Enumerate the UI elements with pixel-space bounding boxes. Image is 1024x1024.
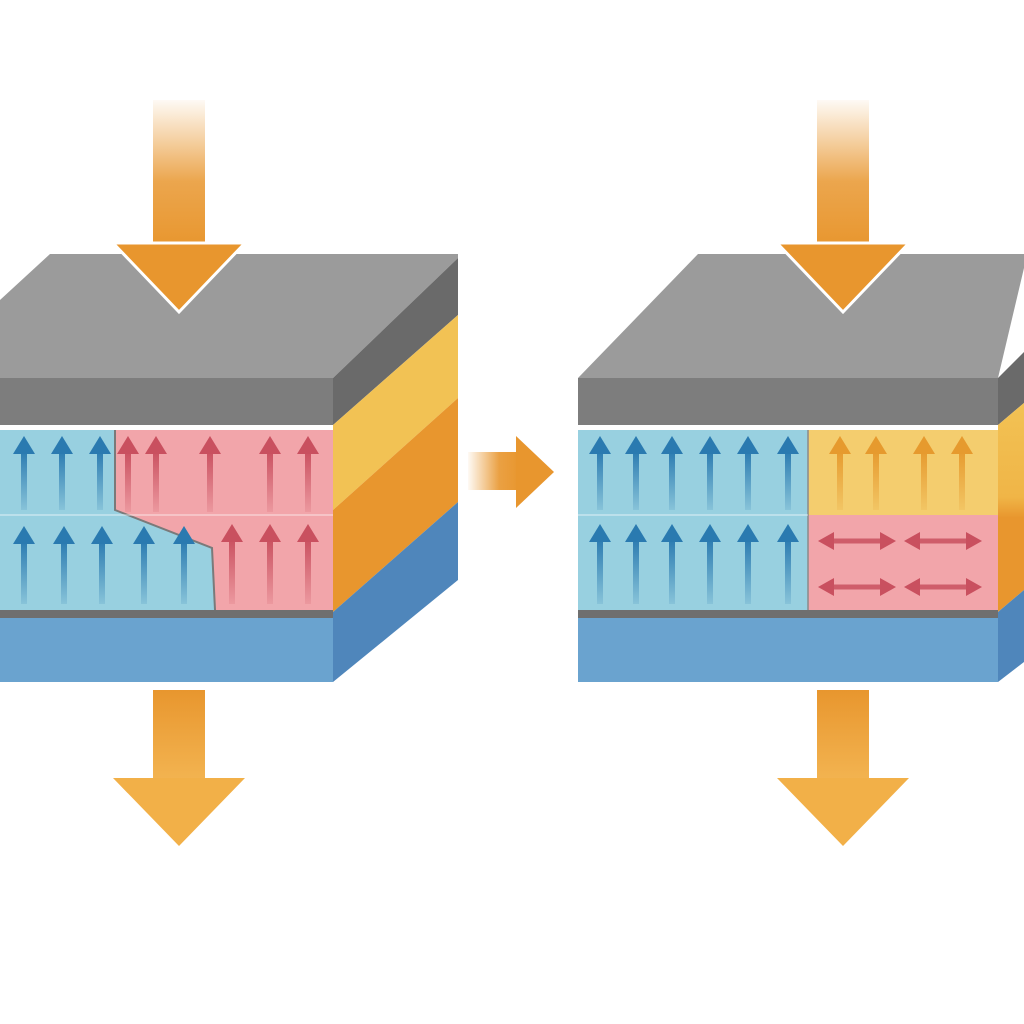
up-arrow-icon (259, 436, 281, 512)
up-arrow-icon (737, 436, 759, 510)
active-layer-side-lower (333, 398, 458, 612)
up-arrow-icon (13, 526, 35, 604)
up-arrow-icon (589, 524, 611, 604)
up-arrow-icon (625, 524, 647, 604)
panel-before (0, 100, 458, 846)
up-arrow-icon (221, 524, 243, 604)
up-arrow-icon (145, 436, 167, 512)
up-arrow-icon (53, 526, 75, 604)
up-arrow-icon (699, 436, 721, 510)
top-plate-side-face (333, 258, 458, 425)
polarization-arrows (13, 436, 319, 604)
up-arrow-icon (589, 436, 611, 510)
double-headed-arrow-icon (818, 578, 896, 596)
up-arrow-icon (13, 436, 35, 510)
bottom-plate-side-face (998, 590, 1024, 682)
up-arrow-icon (829, 436, 851, 510)
top-plate-front-face (578, 378, 998, 425)
up-arrow-icon (699, 524, 721, 604)
polarization-arrows (589, 436, 982, 604)
up-arrow-icon (297, 436, 319, 512)
up-arrow-icon (89, 436, 111, 510)
up-arrow-icon (661, 436, 683, 510)
up-arrow-icon (51, 436, 73, 510)
bottom-separator (0, 610, 333, 618)
down-arrow-icon (113, 690, 245, 846)
down-arrow-icon (109, 100, 249, 315)
down-arrow-icon (773, 100, 913, 315)
top-plate-top-face (578, 254, 1024, 378)
domain-blue (578, 430, 808, 610)
up-arrow-icon (297, 524, 319, 604)
up-arrow-icon (865, 436, 887, 510)
domain-red (808, 515, 998, 610)
active-layer-side (998, 403, 1024, 612)
up-arrow-icon (117, 436, 139, 512)
up-arrow-icon (133, 526, 155, 604)
double-headed-arrow-icon (904, 532, 982, 550)
up-arrow-icon (661, 524, 683, 604)
top-plate-side-face (998, 352, 1024, 425)
up-arrow-icon (737, 524, 759, 604)
bottom-plate-side-face (333, 502, 458, 682)
double-headed-arrow-icon (818, 532, 896, 550)
active-layer-side-upper (333, 315, 458, 510)
up-arrow-icon (259, 524, 281, 604)
bottom-plate-front-face (578, 618, 998, 682)
up-arrow-icon (913, 436, 935, 510)
up-arrow-icon (777, 524, 799, 604)
panel-after (578, 100, 1024, 846)
double-headed-arrow-icon (904, 578, 982, 596)
up-arrow-icon (777, 436, 799, 510)
domain-red (115, 430, 333, 610)
top-plate-front-face (0, 378, 333, 425)
domain-wall (114, 430, 216, 611)
up-arrow-icon (625, 436, 647, 510)
up-arrow-icon (91, 526, 113, 604)
right-arrow-icon (468, 436, 554, 508)
down-arrow-icon (777, 690, 909, 846)
up-arrow-icon (173, 526, 195, 604)
up-arrow-icon (199, 436, 221, 512)
top-plate-top-face (0, 254, 458, 378)
bottom-plate-front-face (0, 618, 333, 682)
up-arrow-icon (951, 436, 973, 510)
bottom-separator (578, 610, 998, 618)
